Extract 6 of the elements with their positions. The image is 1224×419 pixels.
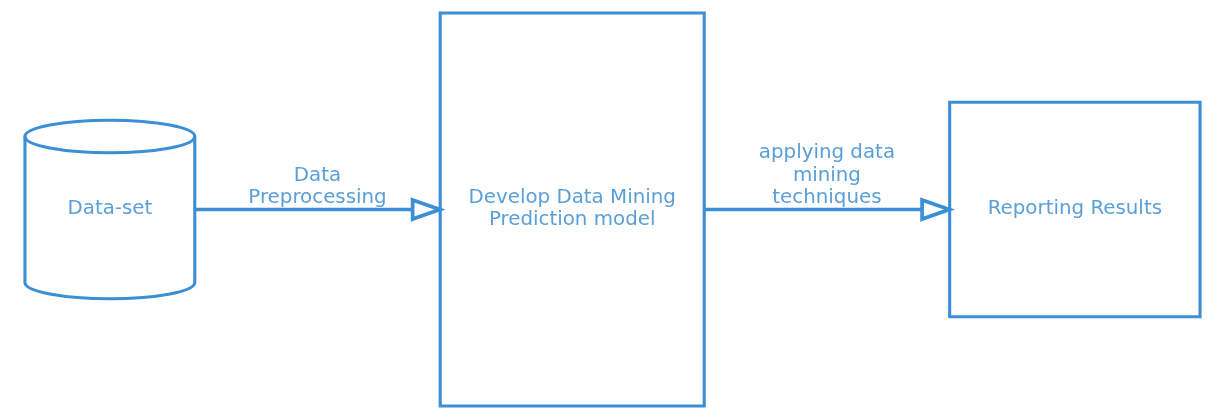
arrow <box>194 197 446 222</box>
node-box: Develop Data Mining Prediction model <box>438 11 706 408</box>
edge-label: Data Preprocessing <box>247 162 387 209</box>
edge-label: applying data mining techniques <box>758 140 895 209</box>
arrow <box>704 197 955 222</box>
node-box: Reporting Results <box>947 100 1202 319</box>
